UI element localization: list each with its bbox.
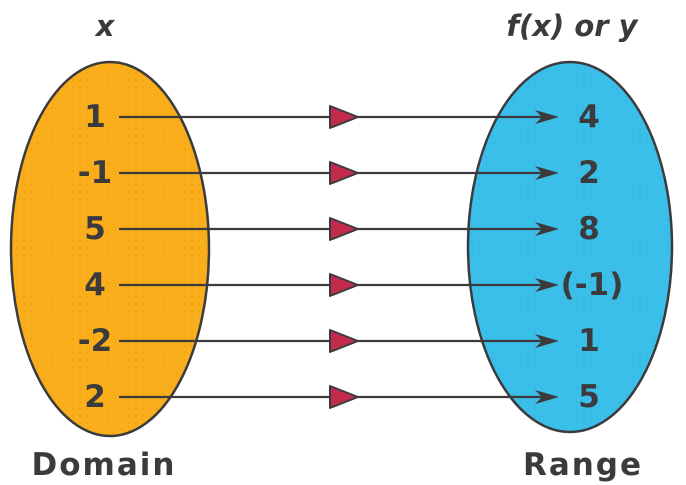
domain-value: -2 xyxy=(78,323,112,359)
range-value: 5 xyxy=(578,379,600,415)
end-arrowhead-icon xyxy=(535,334,559,348)
range-value: 1 xyxy=(578,323,600,359)
end-arrowhead-icon xyxy=(535,110,559,124)
end-arrowhead-icon xyxy=(535,390,559,404)
mapping-row: 2 5 xyxy=(84,379,600,415)
mid-arrowhead-icon xyxy=(329,273,359,297)
domain-variable-label: x xyxy=(94,9,116,43)
end-arrowhead-icon xyxy=(535,166,559,180)
range-value: 4 xyxy=(578,99,600,135)
mapping-row: -1 2 xyxy=(78,155,600,191)
domain-value: 2 xyxy=(84,379,106,415)
range-label: Range xyxy=(523,447,643,483)
domain-value: 1 xyxy=(84,99,106,135)
mapping-row: 4 (-1) xyxy=(84,267,623,303)
end-arrowhead-icon xyxy=(535,222,559,236)
mapping-row: -2 1 xyxy=(78,323,600,359)
mapping-row: 5 8 xyxy=(84,211,600,247)
mapping-row: 1 4 xyxy=(84,99,600,135)
mid-arrowhead-icon xyxy=(329,217,359,241)
domain-label: Domain xyxy=(32,447,177,483)
domain-value: 4 xyxy=(84,267,106,303)
range-value: 2 xyxy=(578,155,600,191)
mid-arrowhead-icon xyxy=(329,105,359,129)
domain-value: 5 xyxy=(84,211,106,247)
domain-ellipse-texture xyxy=(12,63,208,435)
domain-value: -1 xyxy=(78,155,112,191)
mid-arrowhead-icon xyxy=(329,329,359,353)
mid-arrowhead-icon xyxy=(329,385,359,409)
end-arrowhead-icon xyxy=(535,278,559,292)
mid-arrowhead-icon xyxy=(329,161,359,185)
range-variable-label: f(x) or y xyxy=(506,9,638,43)
range-value: (-1) xyxy=(561,267,624,303)
range-ellipse-texture xyxy=(469,63,671,431)
range-value: 8 xyxy=(578,211,600,247)
